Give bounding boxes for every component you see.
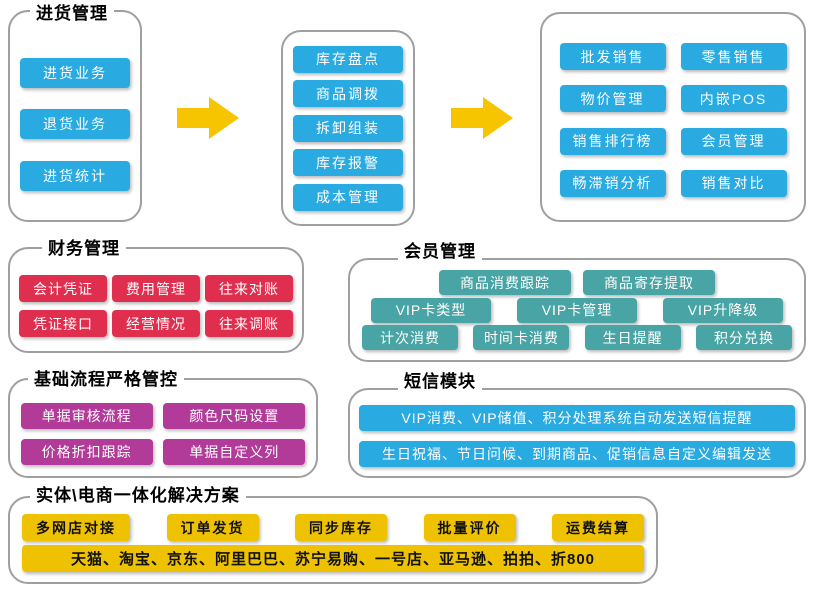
member-feature-button: 商品寄存提取: [583, 270, 715, 295]
inventory-feature-button: 库存盘点: [293, 45, 403, 73]
sales-feature-button: 批发销售: [559, 43, 666, 71]
sales-feature-button: 零售销售: [680, 43, 787, 71]
inventory-feature-button: 成本管理: [293, 183, 403, 211]
arrow-right-icon: [177, 97, 239, 139]
inventory-feature-button: 商品调拨: [293, 80, 403, 107]
member-feature-button: VIP升降级: [663, 297, 783, 323]
group-purchase-title: 进货管理: [30, 3, 114, 25]
group-purchase: 进货管理 进货业务 退货业务 进货统计: [8, 3, 142, 222]
ecommerce-feature-button: 批量评价: [423, 514, 516, 541]
sms-feature-bar: VIP消费、VIP储值、积分处理系统自动发送短信提醒: [359, 405, 795, 432]
group-process-control-title: 基础流程严格管控: [28, 369, 184, 391]
sales-feature-button: 销售排行榜: [559, 127, 666, 155]
group-member: 会员管理 商品消费跟踪 商品寄存提取 VIP卡类型 VIP卡管理 VIP升降级 …: [348, 241, 806, 362]
sales-feature-button: 销售对比: [680, 169, 787, 197]
process-feature-button: 单据审核流程: [20, 402, 153, 429]
group-process-control: 基础流程严格管控 单据审核流程 颜色尺码设置 价格折扣跟踪 单据自定义列: [8, 369, 318, 478]
member-feature-button: 生日提醒: [584, 325, 681, 350]
process-feature-button: 价格折扣跟踪: [20, 439, 153, 466]
member-feature-button: 计次消费: [362, 325, 458, 350]
inventory-feature-button: 拆卸组装: [293, 114, 403, 142]
group-sms: 短信模块 VIP消费、VIP储值、积分处理系统自动发送短信提醒 生日祝福、节日问…: [348, 371, 806, 478]
finance-feature-button: 经营情况: [112, 310, 200, 337]
finance-feature-button: 会计凭证: [19, 275, 107, 302]
group-ecommerce: 实体\电商一体化解决方案 多网店对接 订单发货 同步库存 批量评价 运费结算 天…: [8, 485, 658, 584]
ecommerce-feature-button: 运费结算: [552, 514, 644, 541]
member-feature-button: VIP卡管理: [517, 297, 637, 323]
ecommerce-row: 多网店对接 订单发货 同步库存 批量评价 运费结算: [22, 514, 644, 541]
inventory-feature-button: 库存报警: [293, 149, 403, 176]
ecommerce-feature-button: 同步库存: [295, 514, 387, 541]
member-feature-button: 时间卡消费: [473, 325, 570, 350]
group-finance: 财务管理 会计凭证 费用管理 往来对账 凭证接口 经营情况 往来调账: [8, 238, 304, 353]
finance-feature-button: 往来对账: [205, 275, 293, 302]
member-feature-button: 商品消费跟踪: [439, 270, 571, 295]
sales-feature-button: 物价管理: [559, 85, 666, 113]
process-feature-button: 单据自定义列: [163, 439, 306, 466]
ecommerce-platforms-bar: 天猫、淘宝、京东、阿里巴巴、苏宁易购、一号店、亚马逊、拍拍、折800: [22, 545, 644, 572]
group-member-title: 会员管理: [398, 241, 482, 263]
sales-feature-button: 内嵌POS: [680, 85, 787, 113]
ecommerce-feature-button: 多网店对接: [22, 514, 130, 541]
member-row: 商品消费跟踪 商品寄存提取: [362, 270, 792, 295]
member-feature-button: 积分兑换: [695, 325, 792, 350]
group-inventory: 库存盘点 商品调拨 拆卸组装 库存报警 成本管理: [281, 30, 415, 226]
purchase-feature-button: 进货业务: [20, 57, 130, 88]
sales-feature-button: 会员管理: [680, 127, 787, 155]
arrow-right-icon: [451, 97, 513, 139]
group-ecommerce-title: 实体\电商一体化解决方案: [30, 485, 246, 507]
purchase-feature-button: 进货统计: [20, 160, 130, 191]
member-feature-button: VIP卡类型: [371, 297, 491, 323]
finance-feature-button: 凭证接口: [19, 310, 107, 337]
group-sms-title: 短信模块: [398, 371, 482, 393]
sms-feature-bar: 生日祝福、节日问候、到期商品、促销信息自定义编辑发送: [359, 440, 795, 467]
finance-feature-button: 费用管理: [112, 275, 200, 302]
group-finance-title: 财务管理: [42, 238, 126, 260]
member-row: 计次消费 时间卡消费 生日提醒 积分兑换: [362, 325, 792, 350]
sales-feature-button: 畅滞销分析: [559, 169, 666, 197]
finance-feature-button: 往来调账: [205, 310, 293, 337]
ecommerce-feature-button: 订单发货: [166, 514, 259, 541]
process-feature-button: 颜色尺码设置: [163, 402, 306, 429]
purchase-feature-button: 退货业务: [20, 109, 130, 139]
group-sales: 批发销售 零售销售 物价管理 内嵌POS 销售排行榜 会员管理 畅滞销分析 销售…: [540, 12, 806, 222]
member-row: VIP卡类型 VIP卡管理 VIP升降级: [362, 297, 792, 323]
